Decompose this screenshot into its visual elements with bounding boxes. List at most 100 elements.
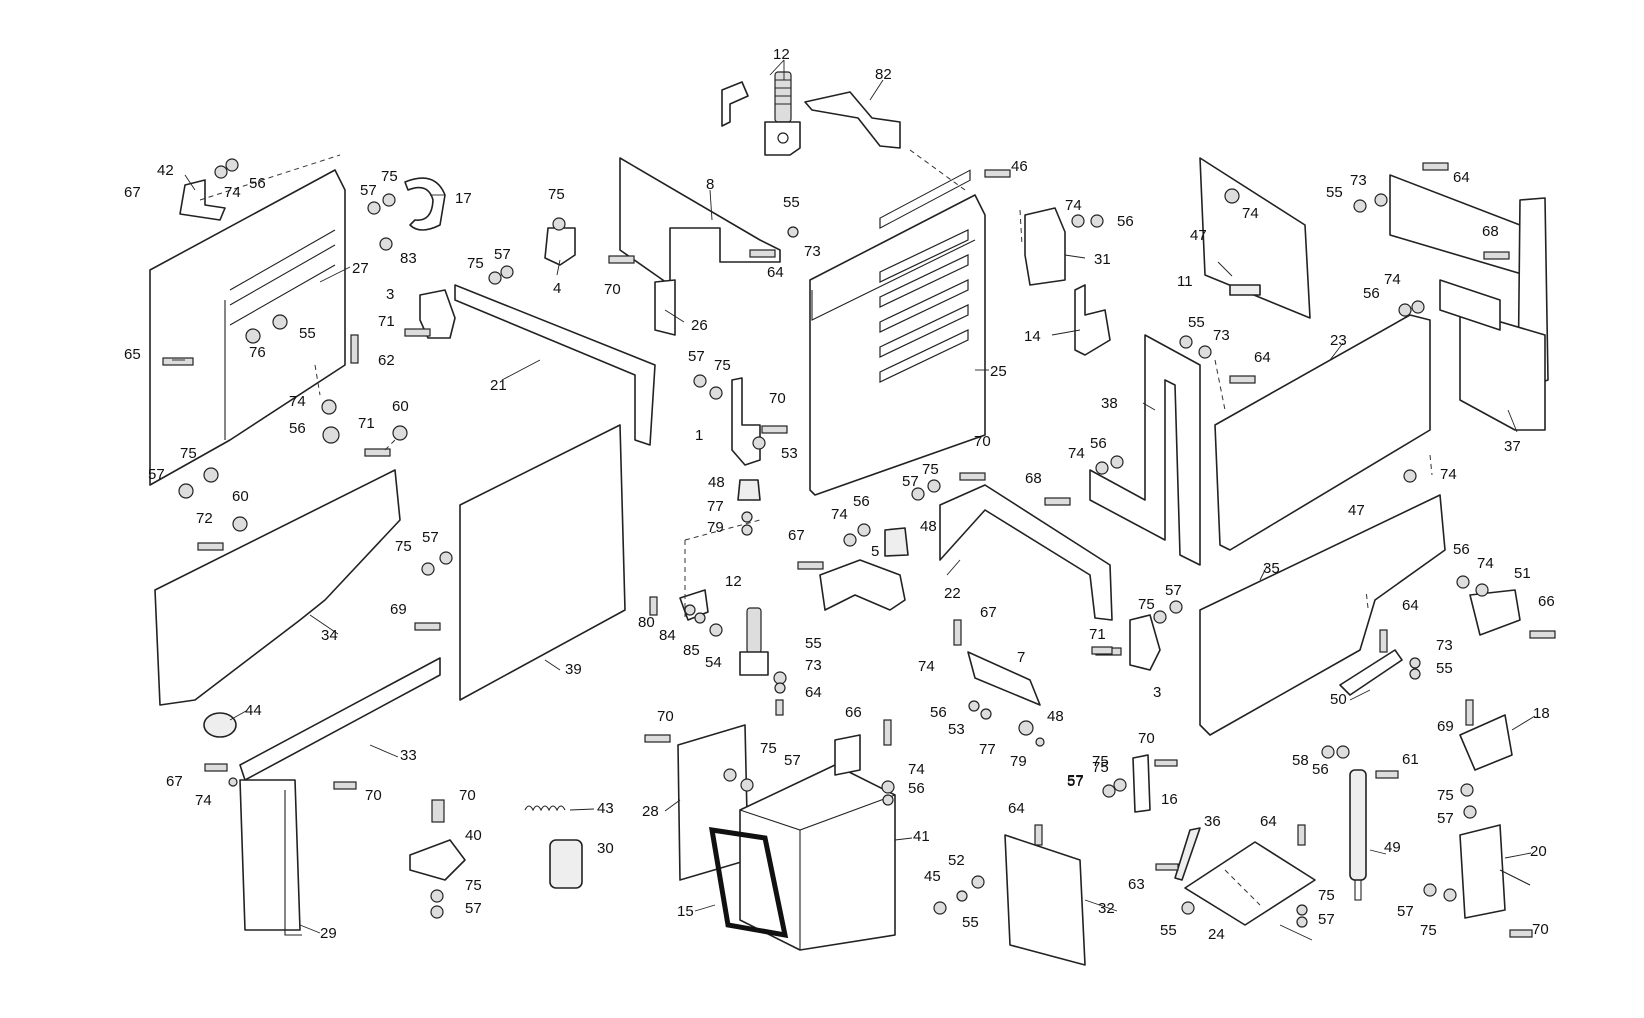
callout-p60: 68 <box>1482 223 1499 240</box>
callout-p128: 56 <box>908 780 925 797</box>
callout-p84: 29 <box>320 925 337 942</box>
callout-p100: 64 <box>805 684 822 701</box>
callout-p20: 75 <box>180 445 197 462</box>
callout-p92: 22 <box>944 585 961 602</box>
bracket-26 <box>654 279 676 336</box>
lower-cowl-35 <box>1199 494 1446 736</box>
callout-p103: 7 <box>1017 649 1025 666</box>
callout-p123: 75 <box>760 740 777 757</box>
base-rail-33 <box>239 657 441 781</box>
callout-p75: 57 <box>422 529 439 546</box>
callout-p126: 66 <box>845 704 862 721</box>
callout-p129: 41 <box>913 828 930 845</box>
hinge-51 <box>1469 589 1521 636</box>
callout-p102: 74 <box>918 658 935 675</box>
callout-p124: 57 <box>784 752 801 769</box>
callout-p13: 76 <box>249 344 266 361</box>
callout-p35: 21 <box>490 377 507 394</box>
callout-p47: 56 <box>1117 213 1134 230</box>
callout-p29: 73 <box>804 243 821 260</box>
plate-28 <box>677 724 749 881</box>
callout-p55: 47 <box>1190 227 1207 244</box>
callout-p111: 75 <box>1092 759 1109 776</box>
callout-p113: 35 <box>1263 560 1280 577</box>
callout-p79: 44 <box>245 702 262 719</box>
callout-p3: 42 <box>157 162 174 179</box>
right-door-23 <box>1214 314 1431 551</box>
callout-p122: 70 <box>657 708 674 725</box>
callout-p65: 55 <box>1188 314 1205 331</box>
callout-p149: 75 <box>1318 887 1335 904</box>
callout-p31: 75 <box>467 255 484 272</box>
callout-p66: 73 <box>1213 327 1230 344</box>
callout-p50: 25 <box>990 363 1007 380</box>
callout-p62: 74 <box>1384 271 1401 288</box>
bracket-22 <box>939 484 1113 621</box>
callout-p104: 56 <box>930 704 947 721</box>
callout-p61: 56 <box>1363 285 1380 302</box>
callout-p26: 4 <box>553 280 561 297</box>
callout-p12: 65 <box>124 346 141 363</box>
pin-36 <box>1174 827 1201 881</box>
callout-p125: 28 <box>642 803 659 820</box>
callout-p58: 55 <box>1326 184 1343 201</box>
callout-p41: 53 <box>781 445 798 462</box>
callout-p71: 68 <box>1025 470 1042 487</box>
callout-p162: 57 <box>1397 903 1414 920</box>
callout-p109: 71 <box>1089 626 1106 643</box>
callout-p28: 55 <box>783 194 800 211</box>
bracket-4 <box>544 227 576 266</box>
front-panel-25 <box>809 169 986 496</box>
callout-p6: 67 <box>124 184 141 201</box>
callout-p141: 32 <box>1098 900 1115 917</box>
callout-p27: 70 <box>604 281 621 298</box>
callout-p63: 23 <box>1330 332 1347 349</box>
callout-p150: 57 <box>1318 911 1335 928</box>
callout-p16: 74 <box>289 393 306 410</box>
callout-p117: 50 <box>1330 691 1347 708</box>
callout-p153: 58 <box>1292 752 1309 769</box>
gasket-15 <box>708 827 789 939</box>
callout-p30: 64 <box>767 264 784 281</box>
callout-p82: 74 <box>195 792 212 809</box>
callout-p42: 48 <box>708 474 725 491</box>
callout-p73: 47 <box>1348 502 1365 519</box>
handle-50 <box>1339 649 1403 696</box>
callout-p18: 56 <box>289 420 306 437</box>
callout-p5: 74 <box>224 184 241 201</box>
callout-p98: 55 <box>805 635 822 652</box>
callout-p53: 75 <box>922 461 939 478</box>
callout-p133: 70 <box>459 787 476 804</box>
callout-p158: 18 <box>1533 705 1550 722</box>
hinge-bracket-3b <box>1129 614 1161 671</box>
callout-p147: 64 <box>1260 813 1277 830</box>
tray-24 <box>1184 841 1316 926</box>
callout-p127: 74 <box>908 761 925 778</box>
callout-p89: 48 <box>920 518 937 535</box>
callout-p135: 75 <box>465 877 482 894</box>
callout-p159: 75 <box>1437 787 1454 804</box>
callout-p14: 55 <box>299 325 316 342</box>
callout-p77: 69 <box>390 601 407 618</box>
callout-p121: 66 <box>1538 593 1555 610</box>
clamp-40 <box>409 839 466 881</box>
callout-p155: 61 <box>1402 751 1419 768</box>
callout-p137: 64 <box>1008 800 1025 817</box>
callout-p142: 70 <box>1138 730 1155 747</box>
plate-32 <box>1004 834 1086 966</box>
callout-p38: 75 <box>714 357 731 374</box>
callout-p148: 63 <box>1128 876 1145 893</box>
callout-p110: 3 <box>1153 684 1161 701</box>
callout-p106: 48 <box>1047 708 1064 725</box>
leader-lines <box>172 59 1536 941</box>
saddle-bracket-5 <box>819 559 906 611</box>
callout-p146: 36 <box>1204 813 1221 830</box>
callout-p34: 71 <box>378 313 395 330</box>
callout-p24: 8 <box>706 176 714 193</box>
callout-p40: 70 <box>769 390 786 407</box>
callout-p21: 57 <box>148 466 165 483</box>
right-rear-panel-37 <box>1389 174 1549 431</box>
callout-p25: 75 <box>548 186 565 203</box>
callout-p144: 57 <box>1067 773 1084 790</box>
